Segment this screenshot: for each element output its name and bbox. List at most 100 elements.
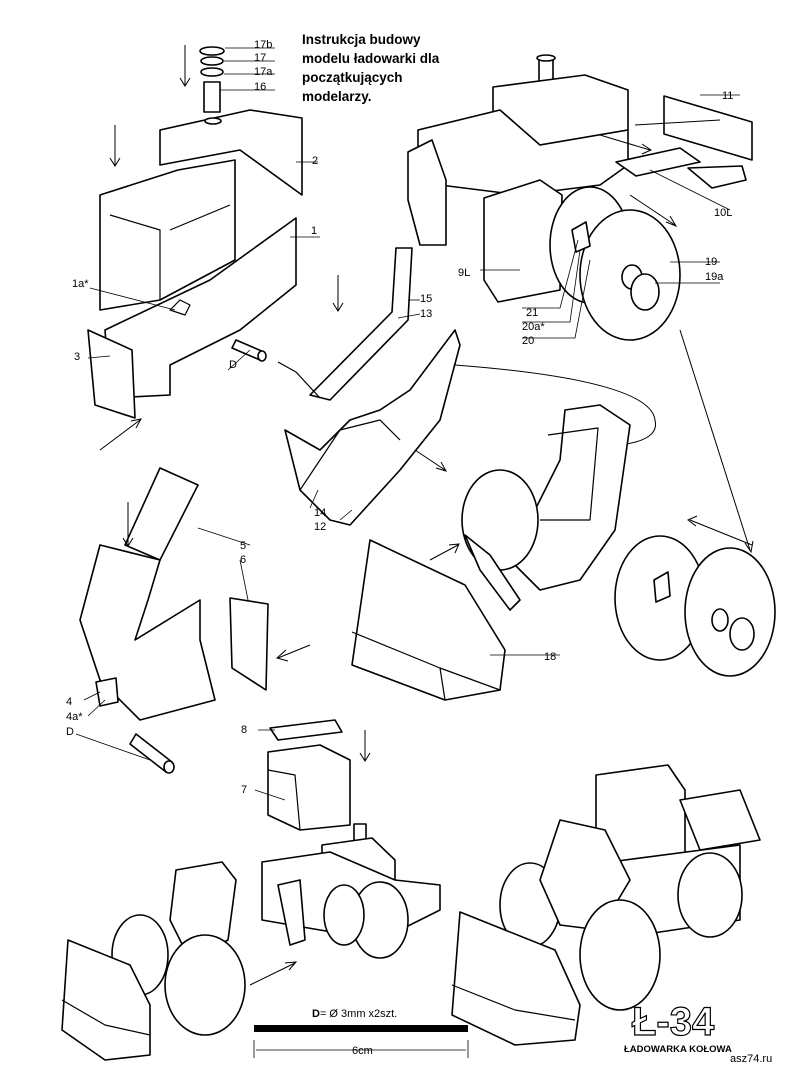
- part-16-shape: [203, 81, 221, 113]
- cab-assembly: 17b 17 17a 16 2 1 1a* 3 D: [72, 39, 320, 451]
- leader-d2: [75, 733, 151, 761]
- roof-hole: [204, 117, 222, 125]
- down-arrow-stack: [179, 45, 191, 87]
- down-arrow-cab-2: [359, 730, 371, 762]
- label-19: 19: [705, 256, 717, 268]
- front-section-assembly: 5 6 4 4a* D: [66, 467, 311, 774]
- part-10l-plate: [615, 147, 701, 177]
- arrow-wheels-left: [687, 515, 753, 546]
- model-code: Ł-34: [632, 1000, 715, 1044]
- part-17-shape: [200, 56, 224, 66]
- loader-link: [464, 534, 521, 611]
- label-3: 3: [74, 351, 80, 363]
- title-line-3: początkujących: [302, 70, 403, 85]
- leader-1a: [89, 287, 176, 311]
- leader-4: [83, 691, 101, 701]
- label-17a: 17a: [254, 66, 273, 78]
- front-body-shape: [79, 544, 216, 721]
- label-15: 15: [420, 293, 432, 305]
- arrow-wheels-to-loader: [679, 329, 754, 554]
- loader-arm-inner: [540, 427, 599, 521]
- leader-13: [397, 313, 421, 319]
- label-17b: 17b: [254, 39, 272, 51]
- instruction-title: Instrukcja budowy modelu ładowarki dla p…: [302, 32, 440, 104]
- part-12-edge: [299, 419, 401, 491]
- label-13: 13: [420, 308, 432, 320]
- rod-note-prefix: D: [312, 1008, 320, 1020]
- part-1a-tab: [169, 299, 191, 316]
- finished-engine: [679, 789, 761, 851]
- label-7: 7: [241, 784, 247, 796]
- chassis-wheel-2b: [323, 884, 365, 946]
- watermark: asz74.ru: [730, 1053, 772, 1065]
- down-arrow-front: [122, 502, 134, 547]
- finished-bucket-edge: [451, 984, 576, 1021]
- label-9l: 9L: [458, 267, 470, 279]
- up-arrow-panel: [99, 418, 142, 451]
- finished-model: [451, 764, 761, 1046]
- loader-wheel-bracket: [653, 571, 671, 603]
- bucket-corner: [439, 667, 446, 701]
- finished-bucket: [451, 911, 581, 1046]
- leader-5: [197, 527, 251, 546]
- title-line-4: modelarzy.: [302, 89, 372, 104]
- cab-chassis-assembly: 8 7: [241, 719, 441, 959]
- arrow-part-6: [275, 644, 311, 662]
- rod-d-upper-end: [257, 350, 267, 362]
- small-bucket-edge: [61, 999, 151, 1036]
- leader-4a: [87, 699, 106, 717]
- leader-20: [522, 259, 591, 339]
- loader-wheel-front: [684, 547, 776, 677]
- label-1: 1: [311, 225, 317, 237]
- label-4a: 4a*: [66, 711, 83, 723]
- part-8-shape: [269, 719, 343, 741]
- small-loader-assembly: [61, 861, 298, 1061]
- part-13-shape: [284, 329, 461, 526]
- label-20a: 20a*: [522, 321, 545, 333]
- loader-hub-1: [711, 608, 729, 632]
- loader-arm-shape: [509, 404, 631, 591]
- leader-12: [339, 509, 353, 521]
- arrow-bucket: [429, 543, 460, 561]
- title-line-2: modelu ładowarki dla: [302, 51, 440, 66]
- label-19a: 19a: [705, 271, 724, 283]
- label-6: 6: [240, 554, 246, 566]
- leader-d1: [227, 349, 251, 371]
- part-3-shape: [87, 329, 136, 419]
- leader-6: [239, 559, 249, 601]
- part-5-shape: [124, 467, 199, 561]
- part-4a-tab: [95, 677, 119, 707]
- label-12: 12: [314, 521, 326, 533]
- label-16: 16: [254, 81, 266, 93]
- label-21: 21: [526, 307, 538, 319]
- scale-label: 6cm: [352, 1045, 373, 1057]
- small-loader-wheel-2: [164, 934, 246, 1036]
- part-15-shape: [309, 247, 413, 401]
- leader-21: [522, 239, 579, 309]
- down-arrow-cab: [109, 125, 121, 167]
- leader-20a: [522, 249, 581, 323]
- loader-assembly: 18: [351, 329, 776, 701]
- leader-10l: [649, 169, 731, 211]
- part-6-shape: [229, 597, 269, 691]
- label-2: 2: [312, 155, 318, 167]
- label-17: 17: [254, 52, 266, 64]
- scale-dimension-line: [253, 1040, 469, 1058]
- cab-window-edge: [109, 214, 161, 300]
- leader-7: [254, 789, 286, 801]
- part-7-edge: [267, 769, 301, 831]
- rod-scale-bar: [254, 1025, 468, 1032]
- finished-wheel-rear: [677, 852, 743, 938]
- loader-hub-2: [729, 617, 755, 651]
- part-10l-tab: [687, 165, 747, 189]
- leader-14: [309, 489, 319, 509]
- label-18: 18: [544, 651, 556, 663]
- cab-body-shape: [99, 159, 236, 311]
- rod-note: D= Ø 3mm x2szt.: [312, 1008, 397, 1020]
- label-14: 14: [314, 507, 326, 519]
- front-panel-shape: [407, 139, 447, 246]
- label-10l: 10L: [714, 207, 732, 219]
- arrow-small-to-cab: [249, 961, 298, 986]
- footer: D= Ø 3mm x2szt. 6cm Ł-34 ŁADOWARKA KOŁOW…: [253, 999, 772, 1065]
